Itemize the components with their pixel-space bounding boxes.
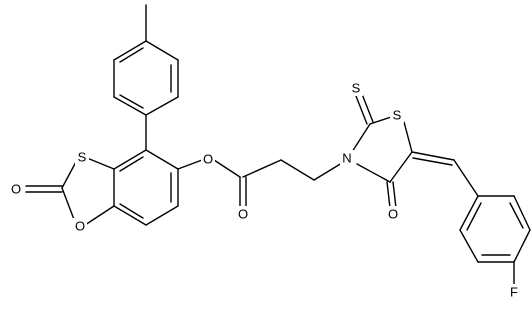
bond [411, 151, 455, 161]
atom-label-s-ring-rhodanine: S [393, 108, 402, 123]
bond [119, 94, 144, 109]
bond [513, 195, 531, 231]
bond [351, 123, 371, 153]
bond [145, 40, 179, 61]
bond [84, 205, 115, 226]
bond [145, 149, 179, 170]
bond [119, 156, 144, 172]
atom-label-o-ring: O [75, 219, 85, 234]
bond [513, 229, 531, 263]
bond [113, 96, 147, 116]
atom-label-o-carbonyl: O [11, 182, 21, 197]
atom-label-n: N [342, 151, 351, 166]
bond [177, 159, 203, 170]
bond [313, 162, 343, 181]
bond [361, 93, 374, 123]
atom-label-f: F [510, 285, 518, 300]
bond [113, 149, 147, 170]
bond [113, 40, 147, 61]
fluorophenyl-ring [453, 159, 531, 285]
bond [392, 181, 397, 209]
bond [509, 202, 524, 229]
bond [113, 205, 147, 226]
bond [119, 203, 144, 219]
bond [145, 96, 179, 116]
bond [356, 163, 391, 183]
bond [145, 205, 179, 226]
ester-linker [177, 159, 343, 208]
bond [280, 159, 315, 181]
bond [369, 116, 392, 125]
rhodanine-ring [351, 93, 455, 209]
atom-label-s-thione: S [352, 81, 361, 96]
bond [459, 195, 479, 231]
bond [86, 157, 115, 170]
bond [453, 159, 479, 197]
bond [389, 151, 413, 183]
bond [61, 159, 78, 189]
bond [412, 157, 453, 166]
atom-label-o-ester-carbonyl: O [238, 207, 248, 222]
bond [459, 229, 479, 263]
atom-label-o-ester: O [203, 152, 213, 167]
atom-labels: S O O O O N S S O F [9, 80, 521, 300]
atom-label-o-rhodanine: O [388, 207, 398, 222]
tolyl-ring [113, 4, 179, 151]
bond [355, 95, 368, 125]
bond [386, 181, 391, 209]
bond [403, 121, 413, 153]
bond [242, 159, 282, 178]
atom-label-s-ring: S [78, 150, 87, 165]
bond [213, 159, 241, 178]
bond [61, 187, 76, 223]
benzoxathiolone-core [25, 149, 179, 226]
bond [466, 202, 482, 231]
bond [119, 47, 144, 63]
